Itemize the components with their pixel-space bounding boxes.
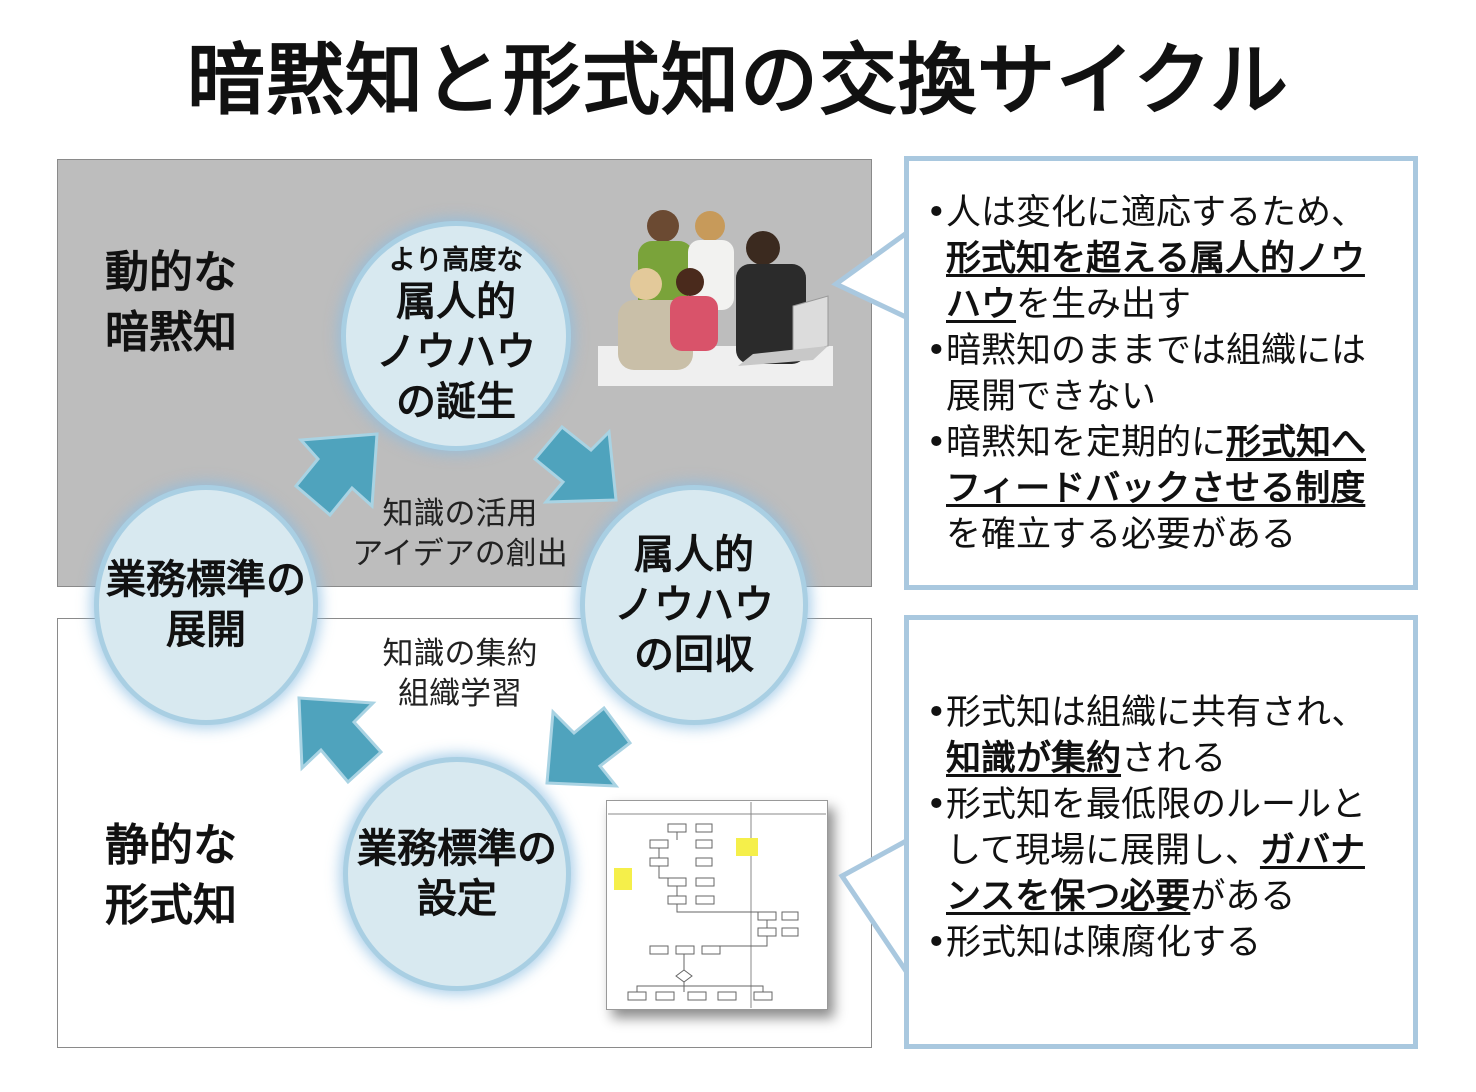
explicit-b1-em: 知識が集約 — [946, 739, 1122, 779]
callout-tacit — [904, 156, 1418, 590]
explicit-b2-tail: がある — [1190, 877, 1296, 917]
explicit-b2-b: して現場に展開し、 — [946, 831, 1260, 871]
tacit-label: 動的な 暗黙知 — [105, 243, 237, 363]
circle-deploy-line1: 業務標準の — [106, 557, 306, 603]
circle-knowhow-birth: より高度な 属人的 ノウハウ の誕生 — [346, 226, 566, 446]
knowledge-use-text: 知識の活用 アイデアの創出 — [340, 494, 580, 574]
circle-birth-line3: の誕生 — [396, 379, 516, 425]
explicit-b1-tail: される — [1121, 739, 1227, 779]
arrow-up-right-icon — [293, 432, 379, 518]
circle-collect-line3: の回収 — [634, 632, 754, 678]
business-meeting-photo — [588, 196, 833, 386]
explicit-label: 静的な 形式知 — [105, 816, 237, 936]
callout-tacit-text: • 人は変化に適応するため、 形式知を超える属人的ノウハウを生み出す • 暗黙知… — [926, 190, 1406, 558]
circle-collect-line2: ノウハウ — [614, 582, 774, 628]
tacit-bullet-2: • 暗黙知のままでは組織には 展開できない — [926, 331, 1367, 417]
tacit-b3-em-a: 形式知へ — [1226, 423, 1367, 463]
circle-standard-deploy: 業務標準の 展開 — [99, 490, 313, 720]
knowledge-aggregate-text: 知識の集約 組織学習 — [340, 634, 580, 714]
explicit-b2-em-b: ンスを保つ必要 — [946, 877, 1191, 917]
tacit-bullet-1: • 人は変化に適応するため、 形式知を超える属人的ノウハウを生み出す — [926, 193, 1367, 325]
tacit-b3-tail: を確立する必要がある — [946, 515, 1297, 555]
tacit-b2-b: 展開できない — [946, 377, 1157, 417]
circle-deploy-line2: 展開 — [166, 607, 246, 653]
flowchart-document-thumbnail — [606, 800, 828, 1010]
knowledge-use-line1: 知識の活用 — [382, 496, 538, 532]
arrow-up-left-icon — [297, 696, 384, 785]
circle-birth-line2: ノウハウ — [376, 329, 536, 375]
knowledge-use-line2: アイデアの創出 — [352, 536, 568, 572]
circle-set-line1: 業務標準の — [357, 826, 557, 872]
tacit-bullet-3: • 暗黙知を定期的に形式知へ フィードバックさせる制度 を確立する必要がある — [926, 423, 1367, 555]
tacit-b3-plain: 暗黙知を定期的に — [946, 423, 1227, 463]
callout-explicit — [904, 615, 1418, 1049]
explicit-bullet-1: • 形式知は組織に共有され、 知識が集約される — [926, 693, 1367, 779]
tacit-b1-em-b: ハウ — [946, 285, 1017, 325]
knowledge-aggregate-line1: 知識の集約 — [382, 636, 538, 672]
circle-knowhow-collect: 属人的 ノウハウ の回収 — [585, 490, 803, 720]
tacit-b1-tail: を生み出す — [1016, 285, 1192, 325]
tacit-label-line1: 動的な — [105, 247, 237, 298]
callout-explicit-text: • 形式知は組織に共有され、 知識が集約される • 形式知を最低限のルールと し… — [926, 690, 1406, 966]
tacit-b2-a: 暗黙知のままでは組織には — [946, 331, 1367, 371]
circle-set-line2: 設定 — [417, 876, 497, 922]
explicit-bullet-2: • 形式知を最低限のルールと して現場に展開し、ガバナ ンスを保つ必要がある — [926, 785, 1367, 917]
knowledge-aggregate-line2: 組織学習 — [398, 676, 522, 712]
circle-standard-set: 業務標準の 設定 — [348, 762, 566, 986]
circle-collect-line1: 属人的 — [634, 532, 754, 578]
tacit-b3-em-b: フィードバックさせる制度 — [946, 469, 1366, 509]
explicit-bullet-3: • 形式知は陳腐化する — [926, 923, 1262, 963]
arrow-down-right-icon — [532, 424, 618, 504]
pointer-join-top — [909, 236, 919, 314]
circle-birth-prefix: より高度な — [388, 245, 524, 276]
pointer-join-bottom — [909, 846, 919, 968]
explicit-b1-plain: 形式知は組織に共有され、 — [946, 693, 1367, 733]
explicit-b3: 形式知は陳腐化する — [946, 923, 1262, 963]
page-title: 暗黙知と形式知の交換サイクル — [186, 36, 1290, 126]
explicit-label-line2: 形式知 — [105, 880, 237, 931]
tacit-b1-em-a: 形式知を超える属人的ノウ — [946, 239, 1365, 279]
arrow-down-left-icon — [545, 705, 633, 788]
tacit-label-line2: 暗黙知 — [105, 307, 237, 358]
tacit-b1-plain: 人は変化に適応するため、 — [946, 193, 1367, 233]
explicit-label-line1: 静的な — [105, 820, 237, 871]
circle-birth-line1: 属人的 — [396, 279, 516, 325]
explicit-b2-a: 形式知を最低限のルールと — [946, 785, 1367, 825]
explicit-b2-em-a: ガバナ — [1259, 831, 1365, 871]
